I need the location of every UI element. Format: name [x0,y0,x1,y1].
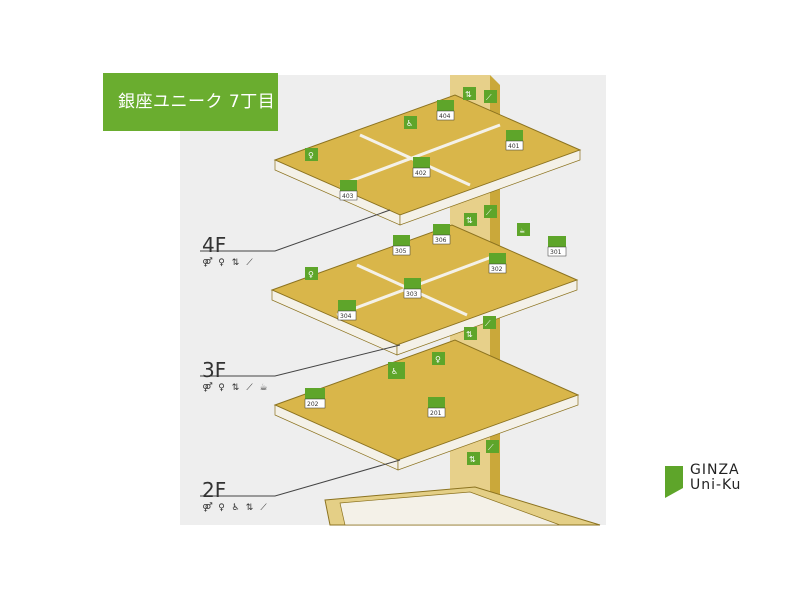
floor-label-4f: 4F [202,233,227,257]
room-marker-301: 301 [547,236,567,257]
svg-text:⇅: ⇅ [466,216,473,225]
leader-2f [200,459,401,497]
floor-icons-4f: ⚤ ♀ ⇅ ⟋ [202,258,255,269]
elevator-icon: ⇅ [245,503,254,513]
toilet-icon: ⚤ [202,503,213,513]
svg-text:♀: ♀ [308,151,314,160]
stairs-marker-2f: ⟋ [483,316,496,329]
elevator-marker-1f: ⇅ [467,452,480,465]
floor-slab-1f [324,486,601,526]
svg-text:305: 305 [395,248,407,255]
svg-text:303: 303 [406,291,418,298]
toilet-marker-2f: ♀ [432,352,445,365]
svg-text:♿: ♿ [391,367,398,376]
svg-text:404: 404 [439,113,451,120]
svg-text:⇅: ⇅ [466,330,473,339]
restroom-icon: ♀ [218,258,225,268]
floor-label-2f: 2F [202,478,227,502]
toilet-marker-3f: ♀ [305,267,318,280]
floor-slab-2f [273,339,580,471]
room-marker-201: 201 [427,397,446,418]
svg-text:♀: ♀ [308,270,314,279]
floor-slab-3f [270,224,579,356]
stairs-marker-3f: ⟋ [484,205,497,218]
floor-icons-2f: ⚤ ♀ ♿ ⇅ ⟋ [202,503,269,514]
svg-text:202: 202 [307,401,319,408]
svg-text:⟋: ⟋ [486,208,492,217]
svg-text:306: 306 [435,237,447,244]
room-marker-402: 402 [412,157,431,178]
room-marker-404: 404 [436,100,455,121]
svg-text:⟋: ⟋ [488,443,494,452]
room-marker-304: 304 [337,300,357,321]
svg-text:♀: ♀ [435,355,441,364]
toilet-marker-4f: ♀ [305,148,318,161]
svg-text:⟋: ⟋ [485,319,491,328]
svg-text:403: 403 [342,193,354,200]
toilet-icon: ⚤ [202,258,213,268]
svg-text:302: 302 [491,266,503,273]
toilet-icon: ⚤ [202,383,213,393]
accessible-toilet-icon: ♿ [231,503,240,513]
restroom-marker-2f: ♿ [388,362,405,379]
svg-text:402: 402 [415,170,427,177]
room-marker-401: 401 [505,130,524,151]
svg-text:☕: ☕ [519,227,525,235]
brand-line-2: Uni-Ku [690,477,742,493]
elevator-marker-2f: ⇅ [464,327,477,340]
floor-icons-3f: ⚤ ♀ ⇅ ⟋ ☕ [202,383,269,394]
restroom-marker-4f: ♿ [404,116,417,129]
brand-logo-mark [665,466,683,498]
brand-line-1: GINZA [690,462,740,478]
elevator-marker-4f: ⇅ [463,87,476,100]
leader-3f [200,344,401,377]
svg-text:⇅: ⇅ [469,455,476,464]
room-marker-303: 303 [403,278,422,299]
smoking-icon: ☕ [259,383,268,393]
stairs-icon: ⟋ [246,383,253,393]
elevator-icon: ⇅ [231,258,240,268]
room-marker-302: 302 [488,253,507,274]
svg-text:304: 304 [340,313,352,320]
stairs-icon: ⟋ [246,258,253,268]
leader-4f [200,209,391,252]
svg-text:401: 401 [508,143,520,150]
floor-label-3f: 3F [202,358,227,382]
svg-text:201: 201 [430,410,442,417]
stairs-marker-4f: ⟋ [484,90,497,103]
restroom-icon: ♀ [218,383,225,393]
elevator-marker-3f: ⇅ [464,213,477,226]
svg-text:⇅: ⇅ [465,90,472,99]
svg-text:301: 301 [550,249,562,256]
svg-text:♿: ♿ [406,119,413,128]
room-marker-306: 306 [432,224,451,245]
stairs-marker-1f: ⟋ [486,440,499,453]
title-banner: 銀座ユニーク 7丁目 [103,73,278,131]
svg-text:⟋: ⟋ [486,93,492,102]
room-marker-202: 202 [304,388,326,409]
brand-logo-text: GINZA Uni-Ku [690,463,741,493]
room-marker-305: 305 [392,235,411,256]
smoking-marker-3f: ☕ [517,223,530,236]
restroom-icon: ♀ [218,503,225,513]
stairs-icon: ⟋ [260,503,267,513]
room-marker-403: 403 [339,180,358,201]
elevator-icon: ⇅ [231,383,240,393]
